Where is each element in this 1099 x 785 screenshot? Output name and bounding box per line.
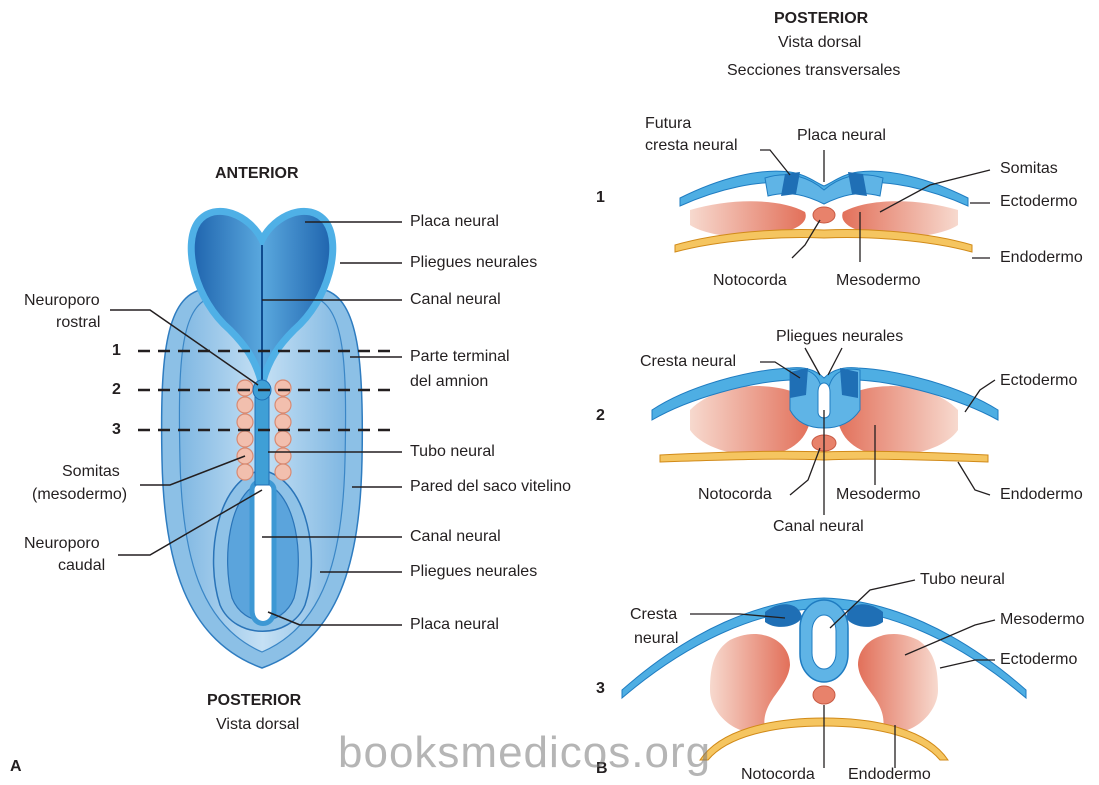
s3-cresta-label-2: neural — [634, 630, 678, 648]
level-3-label: 3 — [112, 421, 121, 439]
posterior-title-b: POSTERIOR — [774, 10, 868, 28]
canal-neural-label: Canal neural — [410, 291, 501, 309]
neuroporo-caudal-label-2: caudal — [58, 557, 105, 575]
section-2-number: 2 — [596, 407, 605, 425]
s2-notocorda-label: Notocorda — [698, 486, 772, 504]
s2-pliegues-label: Pliegues neurales — [776, 328, 903, 346]
s2-ectodermo-label: Ectodermo — [1000, 372, 1077, 390]
s1-notocorda-label: Notocorda — [713, 272, 787, 290]
embryo-dorsal-view — [110, 211, 402, 668]
s1-ectodermo-label: Ectodermo — [1000, 193, 1077, 211]
parte-terminal-label-2: del amnion — [410, 373, 488, 391]
caudal-neural-canal — [252, 481, 274, 624]
placa-neural-label: Placa neural — [410, 213, 499, 231]
s3-notochord — [813, 686, 835, 704]
s1-placa-label: Placa neural — [797, 127, 886, 145]
s2-neural-crest — [790, 368, 808, 398]
s3-notocorda-label: Notocorda — [741, 766, 815, 784]
vista-dorsal-b: Vista dorsal — [778, 34, 861, 52]
neuroporo-rostral-label-2: rostral — [56, 314, 100, 332]
placa-neural-label-2: Placa neural — [410, 616, 499, 634]
s3-cresta-label-1: Cresta — [630, 606, 677, 624]
posterior-title-a: POSTERIOR — [207, 692, 301, 710]
pliegues-neurales-label-2: Pliegues neurales — [410, 563, 537, 581]
pared-saco-label: Pared del saco vitelino — [410, 478, 571, 496]
s2-canal-label: Canal neural — [773, 518, 864, 536]
section-1-diagram — [675, 150, 990, 262]
s2-endodermo-label: Endodermo — [1000, 486, 1083, 504]
s2-cresta-label: Cresta neural — [640, 353, 736, 371]
level-2-label: 2 — [112, 381, 121, 399]
anterior-title: ANTERIOR — [215, 165, 299, 183]
parte-terminal-label-1: Parte terminal — [410, 348, 510, 366]
s1-futura-label-1: Futura — [645, 115, 691, 133]
s3-mesodermo-label: Mesodermo — [1000, 611, 1084, 629]
s3-ectodermo-label: Ectodermo — [1000, 651, 1077, 669]
somitas-label-1: Somitas — [62, 463, 120, 481]
panel-a-letter: A — [10, 758, 22, 776]
s3-tubo-label: Tubo neural — [920, 571, 1005, 589]
s1-mesodermo-label: Mesodermo — [836, 272, 920, 290]
section-3-number: 3 — [596, 680, 605, 698]
s1-endodermo-label: Endodermo — [1000, 249, 1083, 267]
neuroporo-caudal-label-1: Neuroporo — [24, 535, 100, 553]
secciones-transversales: Secciones transversales — [727, 62, 900, 80]
tubo-neural-label: Tubo neural — [410, 443, 495, 461]
s3-endodermo-label: Endodermo — [848, 766, 931, 784]
s3-mesoderm-left — [710, 634, 790, 732]
level-1-label: 1 — [112, 342, 121, 360]
watermark: booksmedicos.org — [338, 728, 711, 778]
vista-dorsal-a: Vista dorsal — [216, 716, 299, 734]
s2-mesodermo-label: Mesodermo — [836, 486, 920, 504]
neuroporo-rostral-label-1: Neuroporo — [24, 292, 100, 310]
canal-neural-label-2: Canal neural — [410, 528, 501, 546]
somitas-label-2: (mesodermo) — [32, 486, 127, 504]
pliegues-neurales-label: Pliegues neurales — [410, 254, 537, 272]
section-1-number: 1 — [596, 189, 605, 207]
s1-notochord — [813, 207, 835, 223]
s3-mesoderm-right — [858, 634, 938, 732]
s1-somitas-label: Somitas — [1000, 160, 1058, 178]
s1-futura-label-2: cresta neural — [645, 137, 738, 155]
